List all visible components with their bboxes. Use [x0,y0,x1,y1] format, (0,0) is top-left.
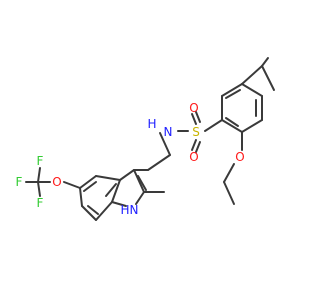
atom-label-oxygen-ocf3: O [52,175,61,189]
bond [37,167,41,183]
bond [87,205,99,215]
bond [105,183,117,197]
bond [241,83,263,97]
bond [137,175,147,191]
atom-label-fluorine-3: F [37,196,44,210]
bond [95,175,121,181]
bond [241,65,263,85]
atom-label-oxygen-sulfonyl-bottom: O [189,150,198,164]
bond [195,111,201,123]
bond [83,181,97,192]
bond [223,181,235,205]
bond [223,163,235,183]
bond [225,117,239,127]
molecule-structure: N H S O O O O F F F H N [16,57,275,221]
atom-label-h-amide: H [147,117,156,131]
bond [191,113,197,125]
bond [133,169,145,193]
atom-labels: N H S O O O O F F F H N [16,101,245,217]
bond [111,179,121,203]
atom-label-oxygen-sulfonyl-top: O [189,101,198,115]
bond [221,83,243,97]
bond [119,169,135,181]
bond [241,119,263,133]
atom-label-fluorine-1: F [37,154,44,168]
bond [63,181,81,189]
bond [111,201,127,207]
atom-label-fluorine-2: F [16,175,23,189]
atom-label-n-amide: N [164,125,173,139]
atom-label-oxygen-ether: O [235,150,244,164]
bond [261,65,275,91]
bond [159,132,171,156]
bond [195,141,201,153]
bond [261,57,269,67]
bond [95,201,113,221]
bond [81,205,97,221]
bond [147,154,171,171]
bond [37,181,41,197]
atom-label-sulfur: S [192,125,200,139]
atom-label-h-indole: H [120,203,129,217]
bond [225,89,241,99]
atom-label-n-indole: N [130,203,139,217]
bond [221,119,243,133]
bond [79,175,97,189]
bond [135,191,145,205]
bonds [25,57,275,221]
bond [204,119,223,132]
bond [79,187,83,207]
bond [191,139,197,151]
